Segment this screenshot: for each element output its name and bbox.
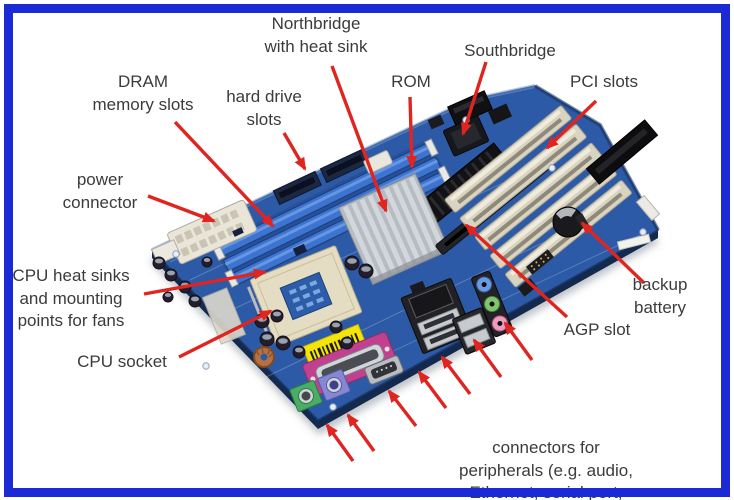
serial-port: [364, 355, 404, 385]
arrow-peripheral-4: [417, 370, 448, 410]
arrow-peripheral-1: [325, 423, 355, 462]
arrow-dram: [173, 120, 275, 228]
ps2-keyboard-port: [317, 369, 351, 401]
backup-battery-part: [552, 206, 589, 238]
arrow-peripheral-7: [503, 321, 534, 362]
arrow-cpu-heatsinks: [143, 268, 267, 296]
pci-slot: [474, 142, 602, 250]
arrow-backup-battery: [580, 221, 646, 285]
label-pci: PCI slots: [569, 72, 639, 91]
arrow-peripheral-5: [440, 355, 472, 396]
arrow-agp: [464, 223, 569, 319]
arrow-hard-drive: [282, 132, 307, 171]
white-tab: [635, 194, 661, 222]
ethernet-usb-block: [400, 278, 474, 354]
label-rom: ROM: [391, 72, 431, 91]
pci-slot: [444, 105, 572, 213]
label-cpu-socket: CPU socket: [77, 352, 167, 371]
capacitors: [152, 255, 374, 359]
pin-header: [525, 249, 555, 275]
hard-drive-connectors: [272, 148, 370, 206]
arrow-peripheral-2: [346, 413, 376, 452]
label-backup-battery: backup battery: [632, 275, 688, 317]
power-connector-block: [167, 199, 257, 265]
arrow-southbridge: [461, 61, 488, 136]
southbridge-chip: [443, 115, 489, 157]
label-dram: DRAM memory slots: [92, 72, 194, 114]
arrow-peripheral-3: [387, 389, 418, 428]
arrow-power: [147, 194, 216, 223]
edge-connector: [585, 119, 659, 185]
label-power: power connector: [62, 170, 138, 212]
arrow-northbridge: [330, 65, 388, 213]
ps2-mouse-port: [289, 380, 323, 412]
label-northbridge: Northbridge with heat sink: [264, 14, 368, 56]
arrow-rom: [406, 96, 418, 169]
serial-number-sticker: [616, 233, 652, 251]
label-southbridge: Southbridge: [464, 41, 556, 60]
arrow-pci: [545, 99, 598, 150]
smd-chips: [232, 227, 537, 297]
capacitor: [152, 255, 374, 359]
label-cpu-heatsinks: CPU heat sinks and mounting points for f…: [12, 266, 130, 330]
toroid-coil: [253, 346, 275, 368]
label-agp: AGP slot: [563, 320, 631, 339]
audio-jacks: [471, 270, 513, 338]
arrow-peripheral-6: [472, 338, 503, 379]
arrow-cpu-socket: [178, 309, 273, 359]
pointer-arrows: [143, 61, 646, 462]
label-peripherals: connectors for peripherals (e.g. audio, …: [459, 438, 633, 500]
pci-slot: [459, 124, 587, 232]
label-hard-drive: hard drive slots: [226, 87, 302, 129]
